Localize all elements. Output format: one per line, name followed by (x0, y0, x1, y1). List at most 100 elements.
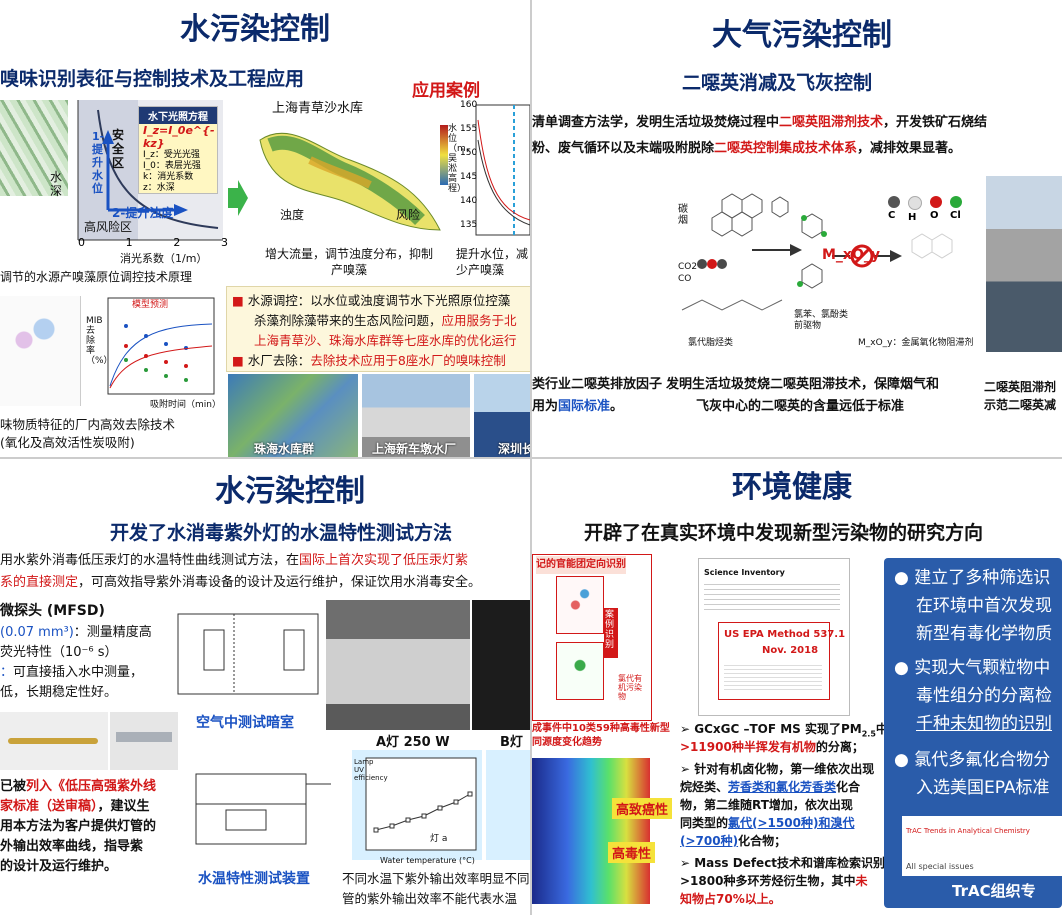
bullet-dot-icon: ● (894, 658, 915, 678)
uv-efficiency-chart (352, 750, 530, 860)
atom-cl: Cl (950, 196, 962, 223)
label-co2: CO2 (678, 262, 698, 272)
probe-line-4: 低，长期稳定性好。 (0, 685, 118, 700)
bullet-dot-icon: ● (894, 750, 915, 770)
standard-line-5: 的设计及运行维护。 (0, 859, 118, 874)
scatter-panel-2 (556, 642, 604, 700)
arrow-right-icon (228, 180, 248, 216)
finding-1: ● 建立了多种筛选识 在环境中首次发现 新型有毒化学物质 (894, 568, 1052, 644)
map-caption: 增大流量，调节浊度分布，抑制产嗅藻 (264, 247, 433, 277)
tick: 160 (460, 100, 478, 110)
algae-micrograph (0, 100, 68, 196)
caption-3: 二噁英阻滞剂 (984, 380, 1057, 394)
dark-room-diagram (177, 613, 319, 695)
bullet-text-highlight: 应用服务于北 (441, 313, 517, 328)
chart-note-2: 管的紫外输出效率不能代表水温 (342, 891, 518, 906)
epa-title: US EPA Method 537.1 (724, 629, 846, 640)
standard-line-4: 外输出效率曲线，指导紫 (0, 839, 144, 854)
equation-line: I_0：表层光强 (143, 161, 201, 171)
equation-line: k：消光系数 (143, 172, 194, 182)
probe-title: 微探头 (MFSD) (0, 603, 105, 619)
atom-c: C (888, 196, 900, 223)
text: 清单调查方法学，发明生活垃圾焚烧过程中 (532, 115, 780, 130)
panel-title: 水污染控制 (180, 12, 330, 47)
bullet-1-cont: >11900种半挥发有机物的分离； (680, 740, 864, 754)
photo-plant-2 (474, 374, 530, 458)
odor-scatter-chart (0, 296, 81, 406)
room-photo (326, 600, 470, 730)
map-label-risk: 风险 (396, 208, 421, 222)
photo-reservoir-map (228, 374, 358, 458)
atom-o: O (930, 196, 942, 223)
bullet-3-cont: >1800种多环芳烃衍生物，其中未 (680, 874, 868, 888)
atom-legend: C H O Cl (888, 196, 962, 223)
bullet-dot-icon: ● (894, 568, 915, 588)
graph-step1-label: 1-提升水位 (92, 130, 105, 195)
tick: 135 (460, 220, 478, 230)
equation-line: I_z：受光光强 (143, 150, 200, 160)
label-metal: M_xO_y：金属氧化物阻滞剂 (858, 338, 974, 348)
equation-box: 水下光照方程 I_z=I_0e^{-kz} I_z：受光光强 I_0：表层光强 … (138, 106, 218, 194)
tag-carcinogenic: 高致癌性 (612, 798, 673, 819)
tick: 150 (460, 148, 478, 158)
label-precursor: 氯苯、氯酚类前驱物 (794, 310, 849, 331)
label-co: CO (678, 274, 692, 284)
dioxin-reaction-diagram (681, 193, 953, 311)
caption-1b: 用为国际标准。 (532, 399, 624, 414)
equation-formula: I_z=I_0e^{-kz} (143, 124, 215, 150)
bullet-3: ➢ Mass Defect技术和谱库检索识别 (680, 856, 886, 870)
mib-removal-chart (107, 297, 215, 395)
label-chloro: 氯代脂烃类 (688, 338, 734, 348)
tick: 2 (173, 236, 181, 249)
caption-1: 类行业二噁英排放因子 (532, 377, 663, 392)
graph-step2-label: 2-提升浊度 (112, 206, 174, 220)
panel-subtitle: 开发了水消毒紫外灯的水温特性测试方法 (110, 522, 453, 544)
bullet-2: ➢ 针对有机卤化物，第一维依次出现 (680, 762, 875, 776)
test-device-diagram (195, 773, 331, 845)
paragraph-1: 用水紫外消毒低压汞灯的水温特性曲线测试方法，在国际上首次实现了低压汞灯紫 (0, 553, 469, 568)
bullet-2-cont3: 同类型的氯代(>1500种)和溴代 (680, 816, 855, 830)
graph-safe-label: 安全区 (112, 128, 125, 170)
figure-banner: 记的官能团定向识别 (536, 556, 626, 574)
bullet-box (226, 286, 530, 372)
standard-line-3: 用本方法为客户提供灯管的 (0, 819, 157, 834)
bullet-1: ■ 水源调控：以水位或浊度调节水下光照原位控藻 (232, 292, 510, 310)
chart-legend: 灯 a (430, 834, 448, 844)
probe-line-2: 荧光特性（10⁻⁶ s） (0, 645, 118, 660)
probe-line-3: ：可直接插入水中测量， (0, 665, 144, 680)
epa-header: Science Inventory (704, 568, 785, 577)
side-label: 案例识别 (605, 610, 615, 650)
bullet-square-icon: ■ (232, 353, 248, 368)
panel-air-pollution: 大气污染控制 二噁英消减及飞灰控制 清单调查方法学，发明生活垃圾焚烧过程中二噁英… (532, 0, 1062, 458)
tick: 155 (460, 124, 478, 134)
bullet-arrow-icon: ➢ (680, 856, 695, 870)
trac-journal-title: TrAC Trends in Analytical Chemistry (906, 827, 1030, 835)
chart-point (467, 791, 473, 797)
text: ，开发铁矿石烧结 (883, 115, 988, 130)
chart-note: 不同水温下紫外输出效率明显不同 (342, 871, 530, 886)
panel-title: 环境健康 (732, 470, 852, 505)
text: 粉、废气循环以及末端吸附脱除 (532, 141, 715, 156)
room-label: 空气中测试暗室 (196, 715, 294, 731)
chart-point (389, 823, 395, 829)
mol-label: M_xO_y (822, 247, 880, 263)
caption-3b: 示范二噁英减 (984, 398, 1057, 412)
map-title: 上海青草沙水库 (272, 101, 364, 116)
spectrum-image (532, 758, 650, 904)
tick: 1 (125, 236, 133, 249)
text-highlight: 二噁英阻滞剂技术 (779, 115, 884, 130)
trac-caption: TrAC组织专 (952, 882, 1036, 900)
epa-date: Nov. 2018 (762, 645, 819, 656)
bullet-arrow-icon: ➢ (680, 722, 695, 736)
event-note: 成事件中10类59种高毒性新型 (532, 723, 670, 734)
case-label: 应用案例 (412, 81, 480, 101)
graph-risk-label: 高风险区 (84, 220, 133, 234)
photo-caption: 珠海水库群 (254, 442, 315, 456)
bottom-caption-2: (氧化及高效活性炭吸附) (0, 435, 135, 450)
photo-treatment-plant (362, 374, 470, 458)
trac-special-issues: All special issues (906, 862, 974, 871)
water-level-chart (475, 104, 530, 236)
bullet-1-cont: 杀藻剂除藻带来的生态风险问题，应用服务于北 (254, 312, 517, 330)
paragraph-2: 粉、废气循环以及末端吸附脱除二噁英控制集成技术体系，减排效果显著。 (532, 140, 961, 158)
tag-toxic: 高毒性 (608, 842, 656, 863)
